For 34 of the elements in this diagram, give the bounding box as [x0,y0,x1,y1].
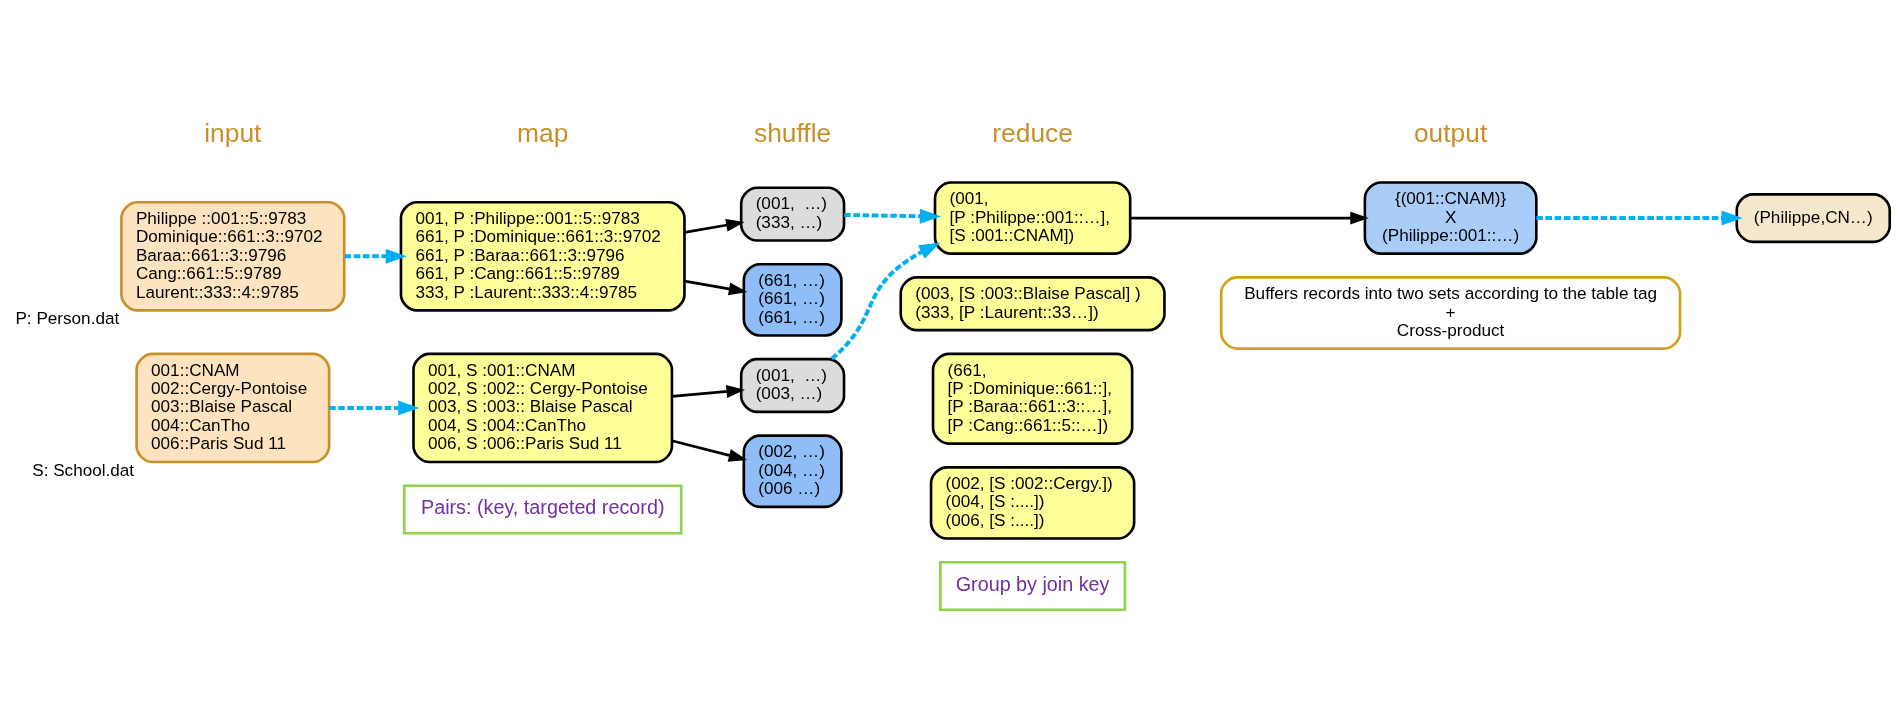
arrow [671,384,745,398]
arrow [684,279,748,295]
arrow [684,218,745,234]
node-box: (002, [S :002::Cergy.]) (004, [S :....]) (006, [S :....]) [929,465,1136,540]
node-box: (Philippe,CN…) [1735,192,1892,243]
node-label: P: Person.dat [15,307,120,328]
node-box: (661, …) (661, …) (661, …) [742,262,843,337]
arrow [830,242,941,360]
node-box: 001, P :Philippe::001::5::9783 661, P :Dominique::661::3::9702 661, P :Baraa::661::3::9796 661, P :Cang::661::5::9789 333, P :Laurent::333::4::9785 [399,200,686,312]
node-box: (001, …) (003, …) [739,357,846,413]
arrow [671,438,748,462]
node-box: 001, S :001::CNAM 002, S :002:: Cergy-Pontoise 003, S :003:: Blaise Pascal 004, S :004::CanTho 006, S :006::Paris Sud 11 [412,352,674,463]
arrow [344,248,407,264]
node-box: Philippe ::001::5::9783 Dominique::661::3::9702 Baraa::661::3::9796 Cang::661::5::9789 Laurent::333::4::9785 [120,200,346,312]
node-box: 001::CNAM 002::Cergy-Pontoise 003::Blaise Pascal 004::CanTho 006::Paris Sud 11 [135,352,331,463]
arrow [329,400,420,415]
node-label: S: School.dat [32,459,135,480]
node-box: {(001::CNAM)} X (Philippe::001::…) [1363,180,1538,255]
arrow [844,208,941,224]
node-box: Group by join key [938,560,1127,611]
node-box: (661, [P :Dominique::661::], [P :Baraa::661::3::…], [P :Cang::661::5::…]) [931,352,1134,445]
label: output [1413,117,1488,148]
arrow [1130,211,1369,225]
label: map [517,117,569,148]
arrow [1536,210,1743,225]
node-box: Pairs: (key, targeted record) [402,483,683,535]
node-box: Buffers records into two sets according to the table tag + Cross-product [1219,275,1682,350]
node-box: (001, [P :Philippe::001::…], [S :001::CNAM]) [933,180,1132,255]
node-box: (002, …) (004, …) (006 …) [742,433,843,508]
node-box: (001, …) (333, …) [739,185,846,242]
label: input [204,117,262,148]
label: reduce [992,117,1073,148]
label: shuffle [754,117,832,148]
node-box: (003, [S :003::Blaise Pascal] ) (333, [P :Laurent::33…]) [899,275,1166,331]
